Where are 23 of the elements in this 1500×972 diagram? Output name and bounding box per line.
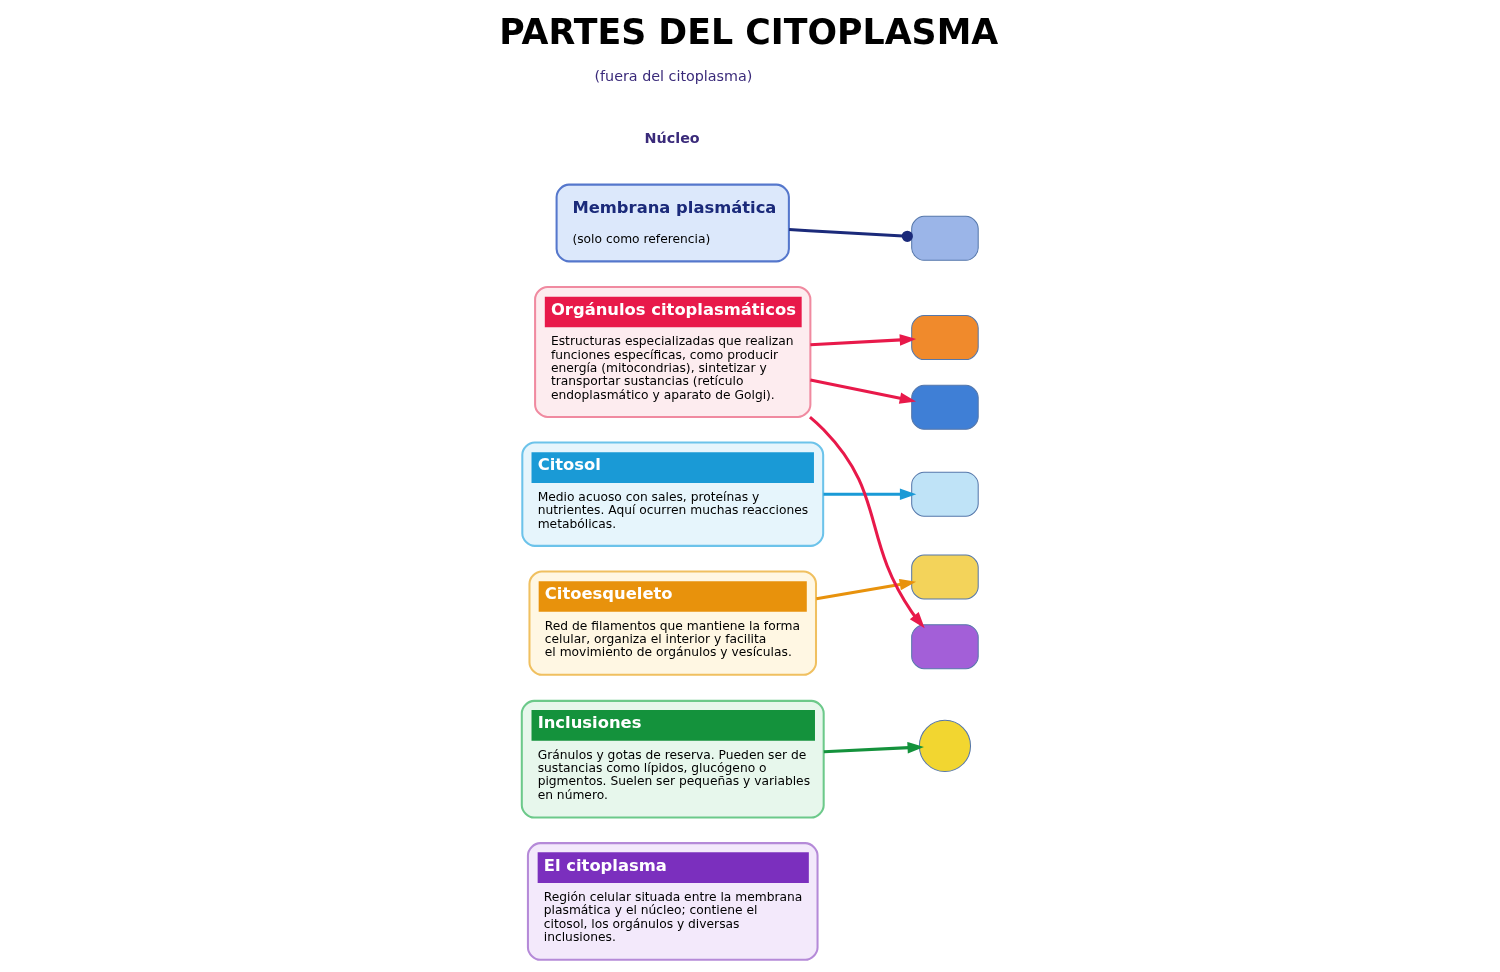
node-box bbox=[911, 471, 979, 517]
node-box: El citoplasma Región celular situada entre la membrana plasmática y el núcleo; contiene el citosol, los orgánulos y diversas inclusiones. bbox=[526, 841, 819, 961]
node-box bbox=[911, 314, 979, 360]
node-box bbox=[911, 384, 979, 430]
node-circle bbox=[918, 719, 972, 772]
arrow bbox=[816, 578, 917, 600]
arrow bbox=[823, 487, 917, 500]
diagram-title: PARTES DEL CITOPLASMA bbox=[499, 11, 999, 52]
arrow bbox=[808, 415, 925, 628]
node-box: Orgánulos citoplasmáticos Estructuras especializadas que realizan funciones específicas, como producir energía (mitocondrias), sintetizar y transportar sustancias (retículo endoplasmático y aparato de Golgi). bbox=[534, 285, 812, 418]
connector bbox=[789, 227, 913, 242]
label: Núcleo bbox=[644, 129, 700, 146]
arrow bbox=[823, 741, 924, 753]
arrow bbox=[810, 377, 917, 404]
node-box: Membrana plasmática (solo como referencia) bbox=[555, 183, 790, 262]
node-box bbox=[911, 215, 979, 261]
node-box: Citoesqueleto Red de filamentos que mantiene la forma celular, organiza el interior y facilita el movimiento de orgánulos y vesículas. bbox=[528, 569, 818, 676]
node-box: Inclusiones Gránulos y gotas de reserva. Pueden ser de sustancias como lípidos, glucógeno o pigmentos. Suelen ser pequeñas y variables en número. bbox=[520, 699, 825, 819]
node-box bbox=[911, 554, 979, 600]
node-box bbox=[911, 623, 979, 669]
label: (fuera del citoplasma) bbox=[594, 67, 753, 84]
node-box: Citosol Medio acuoso con sales, proteínas y nutrientes. Aquí ocurren muchas reacciones metabólicas. bbox=[521, 440, 825, 547]
arrow bbox=[810, 333, 917, 346]
